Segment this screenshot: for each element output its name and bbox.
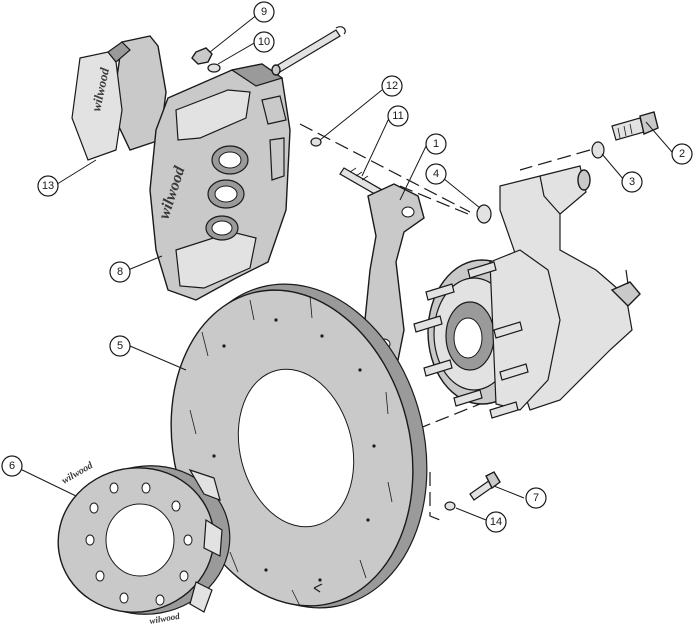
caliper-mount-axis-line (299, 123, 471, 213)
callout-7-label: 7 (533, 492, 539, 504)
brake-pads: wilwood (71, 35, 167, 161)
bracket-bolt (611, 111, 659, 141)
callout-2: 2 (671, 143, 693, 165)
callout-10: 10 (253, 31, 275, 53)
leader-lines (13, 13, 673, 521)
callout-9-label: 9 (261, 6, 267, 18)
callout-10-label: 10 (258, 36, 270, 48)
rotation-arrow (313, 583, 323, 593)
callout-12: 12 (381, 75, 403, 97)
callout-13-label: 13 (42, 180, 54, 192)
bracket-axis-line (399, 185, 469, 215)
washer-4 (476, 204, 492, 224)
callout-3-label: 3 (629, 176, 635, 188)
rotor-drill-holes (212, 318, 376, 582)
hat-bolt-holes (85, 482, 193, 606)
callout-5: 5 (109, 335, 131, 357)
wheel-hub (413, 249, 561, 419)
hat-bolt (469, 471, 501, 501)
bolt-axis-line (519, 149, 591, 171)
callout-1-label: 1 (433, 138, 439, 150)
callout-5-label: 5 (117, 340, 123, 352)
bleed-nut (191, 47, 221, 73)
callout-12-label: 12 (386, 80, 398, 92)
callout-8-label: 8 (117, 266, 123, 278)
callout-11: 11 (387, 105, 409, 127)
callout-6: 6 (1, 455, 23, 477)
washer-14 (444, 501, 456, 511)
callout-4: 4 (425, 163, 447, 185)
callout-13: 13 (37, 175, 59, 197)
callout-1: 1 (425, 133, 447, 155)
brake-rotor (170, 283, 428, 609)
callout-7: 7 (525, 487, 547, 509)
callout-14-label: 14 (490, 516, 502, 528)
washer-3 (591, 141, 605, 159)
callout-6-label: 6 (9, 460, 15, 472)
washer-12 (310, 137, 322, 147)
hat-bolt-axis-line (429, 472, 441, 521)
callout-8: 8 (109, 261, 131, 283)
caliper: wilwood (149, 63, 291, 301)
callout-4-label: 4 (433, 168, 439, 180)
caliper-pin-bolt (271, 26, 346, 76)
callout-14: 14 (485, 511, 507, 533)
rotor-slots (189, 295, 393, 607)
rotor-hat: wilwood wilwood (57, 460, 231, 626)
hub-studs (413, 261, 529, 419)
callout-11-label: 11 (392, 110, 403, 122)
callout-2-label: 2 (679, 148, 685, 160)
callout-3: 3 (621, 171, 643, 193)
callout-9: 9 (253, 1, 275, 23)
